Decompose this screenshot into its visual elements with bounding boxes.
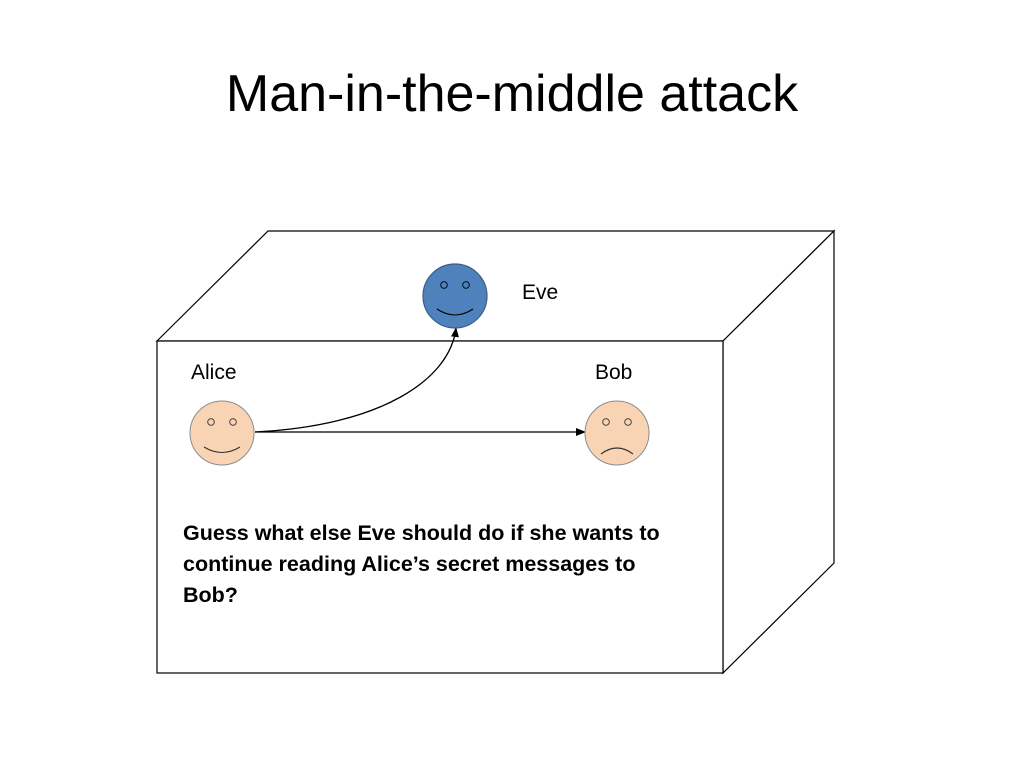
alice-label: Alice xyxy=(191,361,237,384)
arrow-alice-to-eve xyxy=(254,327,459,433)
bob-face-icon xyxy=(584,400,650,466)
box xyxy=(155,229,836,675)
eve-face-icon xyxy=(422,263,488,329)
bob-label: Bob xyxy=(595,361,633,384)
box-top-face xyxy=(155,230,836,342)
box-front-face xyxy=(156,340,724,674)
alice-face-icon xyxy=(189,400,255,466)
question-text: Guess what else Eve should do if she wan… xyxy=(183,521,660,607)
slide-title: Man-in-the-middle attack xyxy=(225,65,799,123)
eve-label: Eve xyxy=(522,281,559,304)
